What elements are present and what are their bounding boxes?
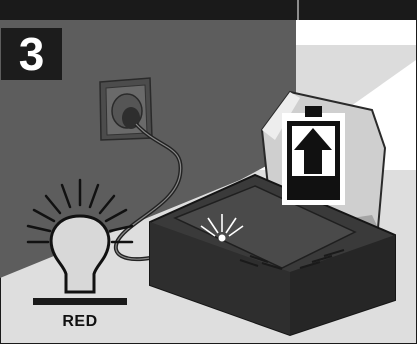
battery-charging-icon — [284, 106, 343, 203]
step-number: 3 — [1, 28, 62, 80]
indicator-color-label: RED — [30, 313, 130, 331]
